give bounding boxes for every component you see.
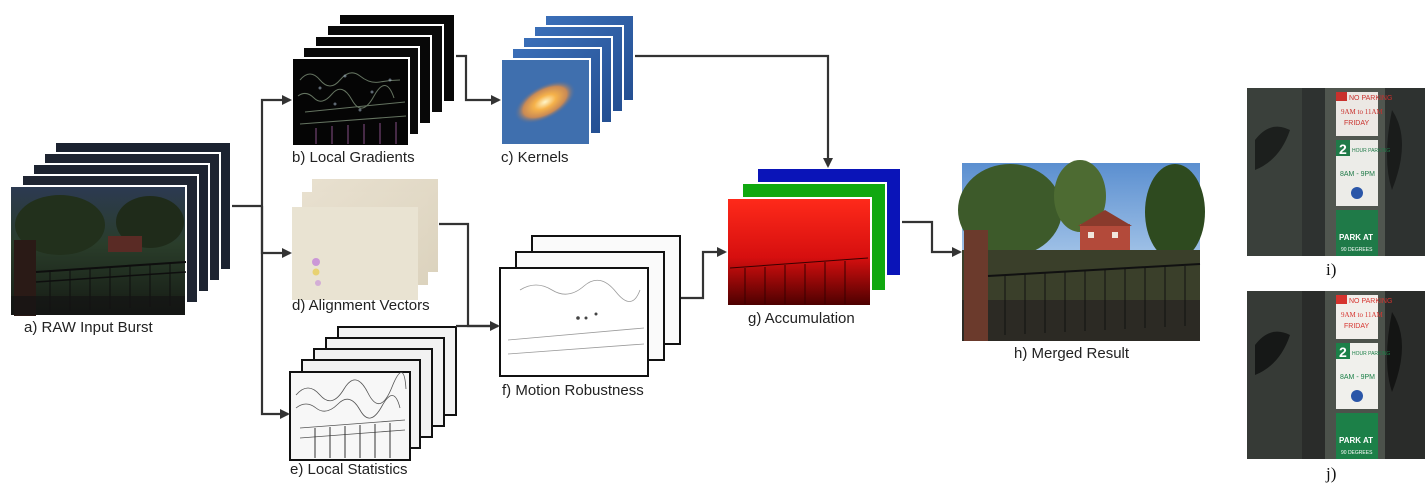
crop-j-sign-hours: 9AM to 11AM — [1341, 311, 1384, 319]
flow-arrows — [232, 54, 962, 419]
label-motion-robustness: f) Motion Robustness — [502, 382, 644, 399]
alignment-vectors-stack — [292, 179, 438, 300]
arrow-robustness-to-accumulation — [681, 247, 727, 300]
statistics-front-image — [289, 371, 411, 461]
crop-i-sign-day: FRIDAY — [1344, 120, 1369, 127]
label-merged-result: h) Merged Result — [1014, 345, 1130, 362]
arrow-gradients-to-kernels — [456, 54, 501, 105]
local-statistics-stack — [289, 326, 457, 461]
crop-j-sign-times: 8AM - 9PM — [1340, 374, 1375, 381]
crop-i-sign-two: 2 — [1339, 141, 1347, 157]
arrow-kernels-to-accumulation — [635, 54, 833, 168]
label-accumulation: g) Accumulation — [748, 310, 855, 327]
raw-input-burst — [9, 141, 232, 317]
accumulation-stack — [726, 167, 902, 307]
kernel-front-image — [500, 58, 591, 146]
crop-j-sign-hour-parking: HOUR PARKING — [1352, 351, 1390, 357]
crop-i-sign-no-parking: NO PARKING — [1349, 95, 1392, 102]
arrow-alignment-to-robustness — [439, 222, 500, 331]
crop-j-sign-park-at: PARK AT — [1339, 436, 1373, 445]
crop-i-sign-times: 8AM - 9PM — [1340, 171, 1375, 178]
crop-i-sign-park-at: PARK AT — [1339, 233, 1373, 242]
robustness-front-image — [499, 267, 649, 377]
motion-robustness-stack — [499, 235, 681, 377]
arrow-to-gradients — [260, 95, 292, 206]
label-crop-i: i) — [1326, 260, 1337, 279]
crop-j-image: NO PARKING 9AM to 11AM FRIDAY 2 HOUR PAR… — [1247, 291, 1425, 459]
crop-i-image: NO PARKING 9AM to 11AM FRIDAY 2 HOUR PAR… — [1247, 88, 1425, 256]
kernels-stack — [500, 14, 635, 146]
label-kernels: c) Kernels — [501, 149, 569, 166]
crop-j-sign-ninety: 90 DEGREES — [1341, 450, 1373, 456]
crop-j-sign-day: FRIDAY — [1344, 323, 1369, 330]
raw-front-image — [9, 185, 187, 317]
label-crop-j: j) — [1326, 464, 1337, 483]
crop-j-sign-no-parking: NO PARKING — [1349, 298, 1392, 305]
label-alignment-vectors: d) Alignment Vectors — [292, 297, 430, 314]
label-local-gradients: b) Local Gradients — [292, 149, 415, 166]
crop-i-sign-hour-parking: HOUR PARKING — [1352, 148, 1390, 154]
alignment-front-image — [292, 207, 418, 300]
arrow-to-alignment — [260, 206, 292, 258]
arrow-accumulation-to-merged — [902, 220, 962, 257]
accumulation-front-image — [726, 197, 872, 307]
crop-i-sign-ninety: 90 DEGREES — [1341, 247, 1373, 253]
local-gradients-stack — [291, 13, 456, 147]
gradients-front-image — [291, 57, 410, 147]
label-raw-input-burst: a) RAW Input Burst — [24, 319, 153, 336]
merged-result-image — [958, 160, 1205, 341]
arrow-to-statistics — [260, 206, 290, 419]
crop-j-sign-two: 2 — [1339, 344, 1347, 360]
label-local-statistics: e) Local Statistics — [290, 461, 408, 478]
crop-i-sign-hours: 9AM to 11AM — [1341, 108, 1384, 116]
